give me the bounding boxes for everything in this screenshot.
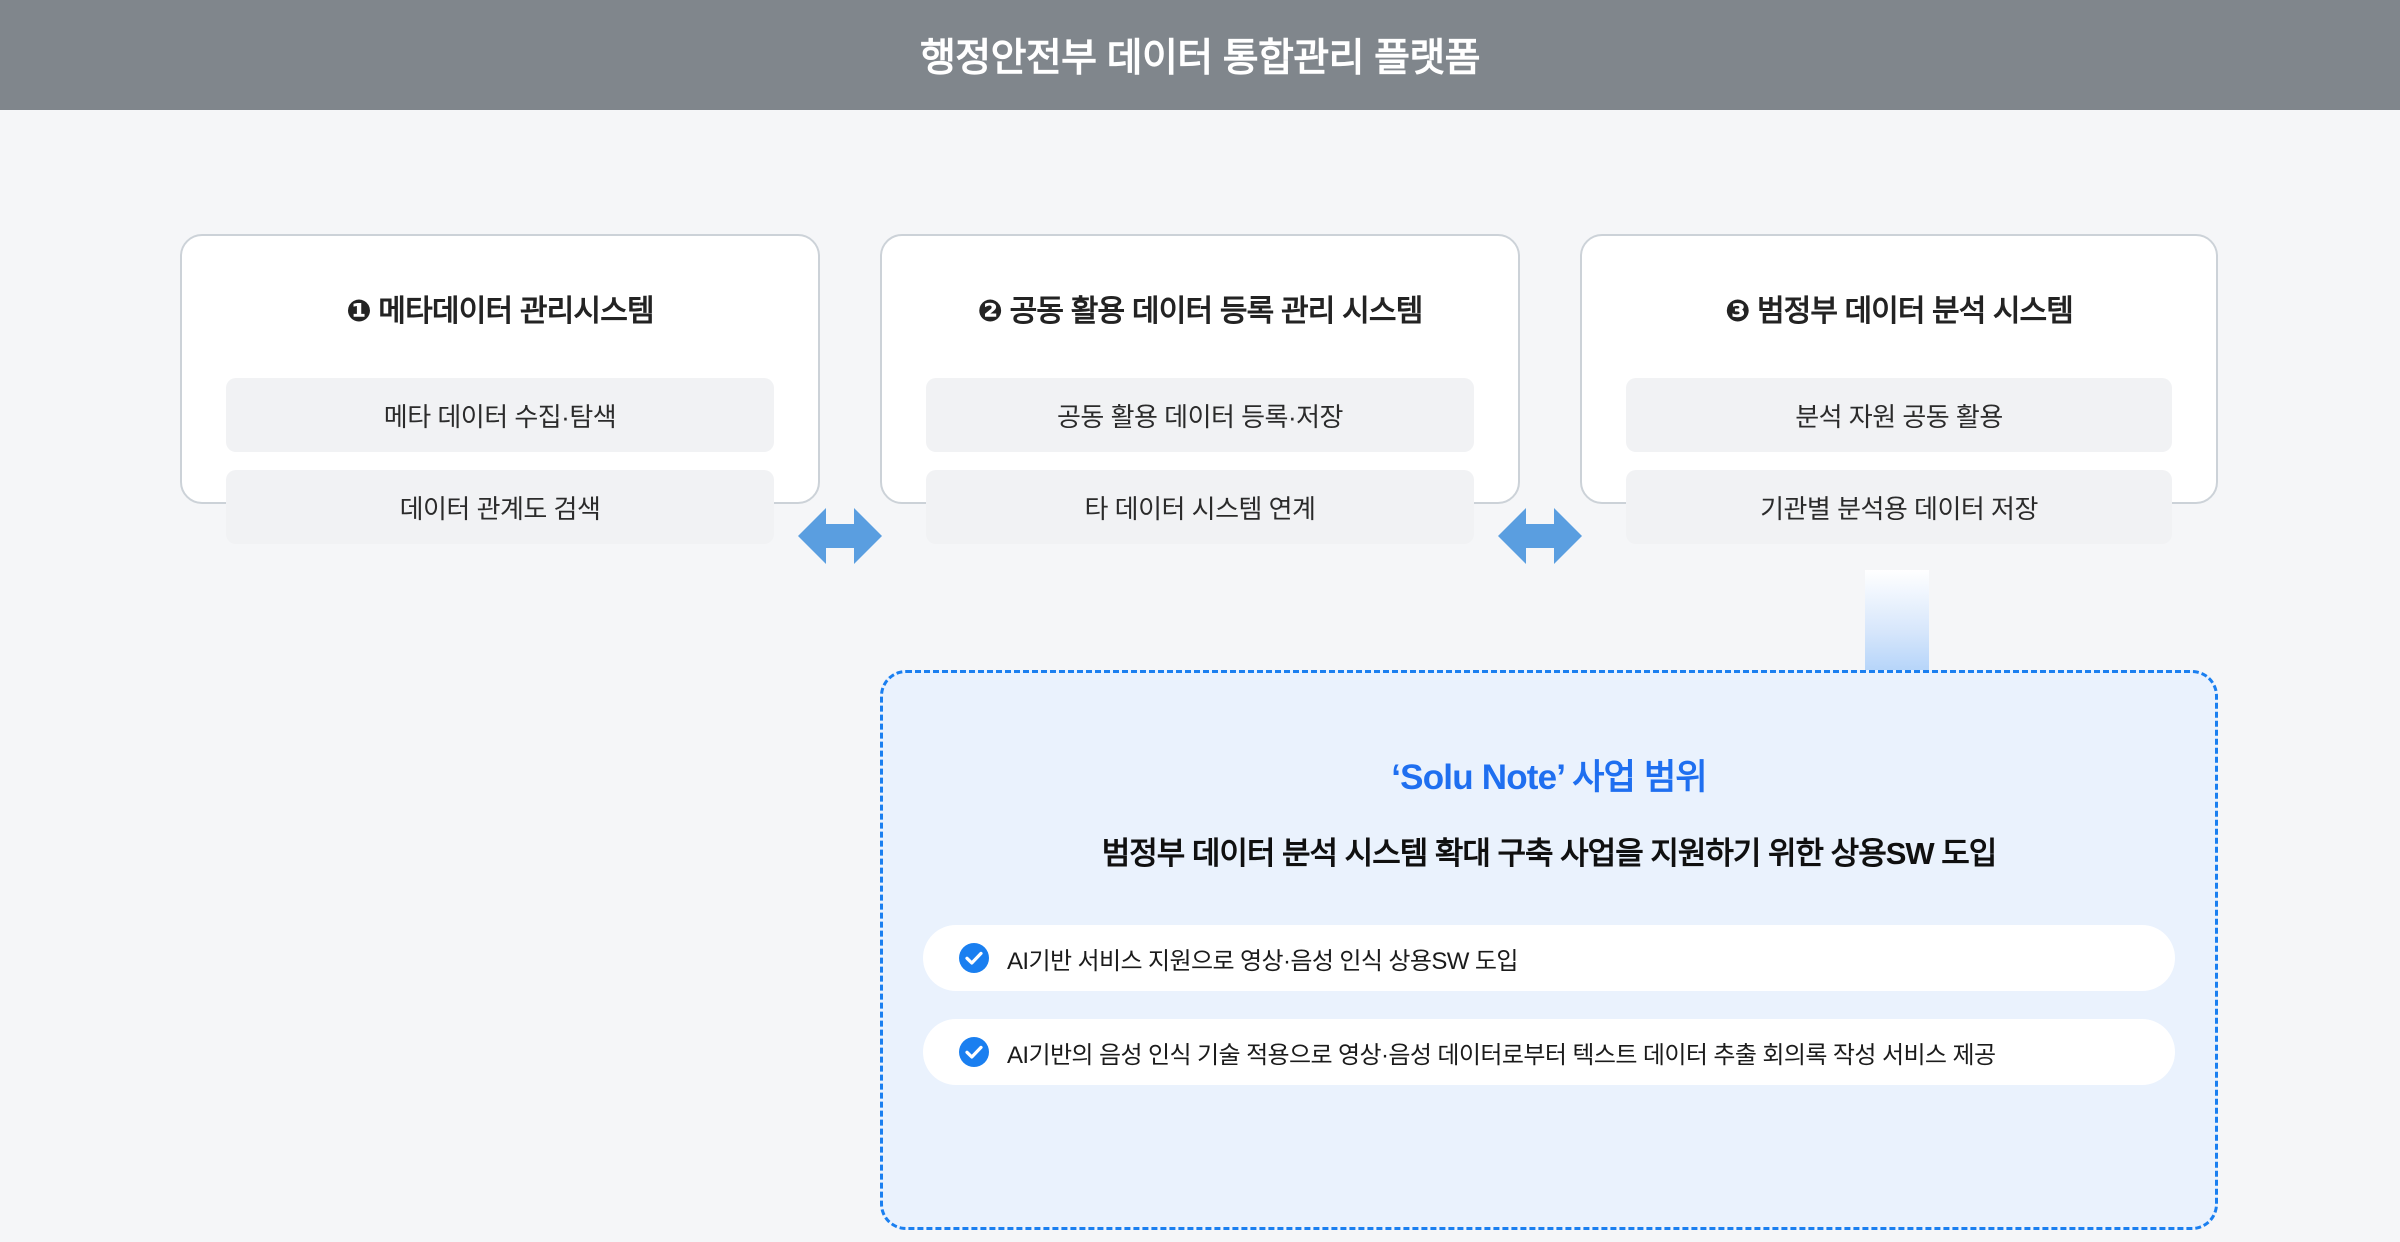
system-card-item: 분석 자원 공동 활용 — [1626, 378, 2172, 452]
check-circle-icon — [959, 943, 989, 973]
system-card-title: ❷ 공동 활용 데이터 등록 관리 시스템 — [977, 295, 1423, 328]
double-arrow-horizontal-icon — [796, 494, 884, 578]
check-circle-icon — [959, 1037, 989, 1067]
scope-panel-title: ‘Solu Note’ 사업 범위 — [1391, 758, 1707, 797]
app-header: 행정안전부 데이터 통합관리 플랫폼 — [0, 0, 2400, 110]
list-item: AI기반의 음성 인식 기술 적용으로 영상·음성 데이터로부터 텍스트 데이터… — [923, 1019, 2175, 1085]
list-item-label: AI기반의 음성 인식 기술 적용으로 영상·음성 데이터로부터 텍스트 데이터… — [1007, 1041, 1996, 1069]
double-arrow-horizontal-icon — [1496, 494, 1584, 578]
list-item: AI기반 서비스 지원으로 영상·음성 인식 상용SW 도입 — [923, 925, 2175, 991]
system-card-item: 공동 활용 데이터 등록·저장 — [926, 378, 1474, 452]
system-card-item: 기관별 분석용 데이터 저장 — [1626, 470, 2172, 544]
scope-panel: ‘Solu Note’ 사업 범위 범정부 데이터 분석 시스템 확대 구축 사… — [880, 670, 2218, 1230]
page-title: 행정안전부 데이터 통합관리 플랫폼 — [920, 37, 1481, 80]
scope-panel-subtitle: 범정부 데이터 분석 시스템 확대 구축 사업을 지원하기 위한 상용SW 도입 — [1101, 836, 1998, 871]
system-card-item: 타 데이터 시스템 연계 — [926, 470, 1474, 544]
system-card-metadata[interactable]: ❶ 메타데이터 관리시스템 메타 데이터 수집·탐색 데이터 관계도 검색 — [180, 234, 820, 544]
scope-checklist: AI기반 서비스 지원으로 영상·음성 인식 상용SW 도입 AI기반의 음성 … — [883, 925, 2215, 1085]
list-item-label: AI기반 서비스 지원으로 영상·음성 인식 상용SW 도입 — [1007, 947, 1518, 975]
system-card-item: 메타 데이터 수집·탐색 — [226, 378, 774, 452]
system-card-shared-data[interactable]: ❷ 공동 활용 데이터 등록 관리 시스템 공동 활용 데이터 등록·저장 타 … — [880, 234, 1520, 544]
system-card-title: ❶ 메타데이터 관리시스템 — [346, 295, 654, 328]
system-card-analysis[interactable]: ❸ 범정부 데이터 분석 시스템 분석 자원 공동 활용 기관별 분석용 데이터… — [1580, 234, 2218, 544]
diagram-stage: ❶ 메타데이터 관리시스템 메타 데이터 수집·탐색 데이터 관계도 검색 ❷ … — [0, 110, 2400, 1242]
system-card-title: ❸ 범정부 데이터 분석 시스템 — [1725, 295, 2074, 328]
system-card-item: 데이터 관계도 검색 — [226, 470, 774, 544]
